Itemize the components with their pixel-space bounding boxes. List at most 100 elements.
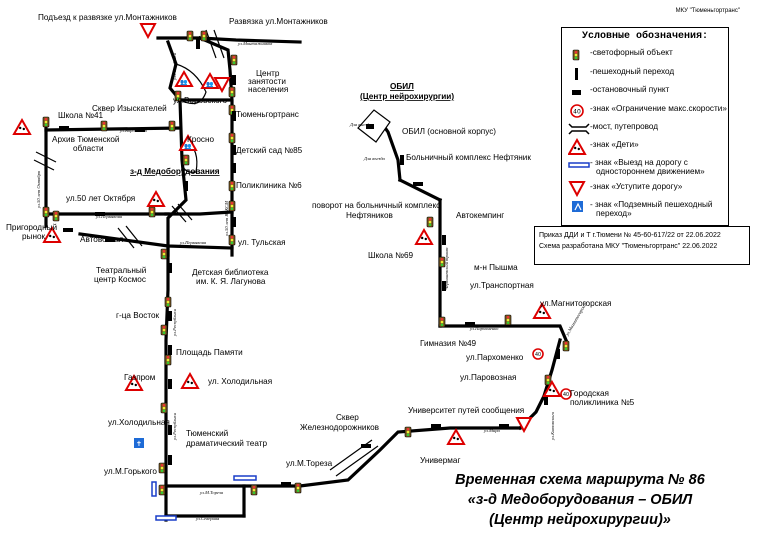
route-title: Временная схема маршрута № 86 «з-д Медоб…: [400, 470, 760, 530]
pedestrian-crossing-icon: [575, 68, 578, 80]
svg-text:Университет путей сообщения: Университет путей сообщения: [408, 406, 524, 415]
children-sign-icon: [568, 139, 586, 155]
svg-text:ул.М.Тореза: ул.М.Тореза: [286, 459, 333, 468]
svg-text:ул.Паровозная: ул.Паровозная: [460, 373, 517, 382]
bridges: [33, 29, 225, 249]
svg-text:✝: ✝: [136, 440, 142, 448]
one-way-exit-icon: [568, 162, 590, 168]
svg-text:ул.М.Тореза: ул.М.Тореза: [199, 490, 224, 495]
svg-text:ул.50 лет Октября: ул.50 лет Октября: [66, 194, 135, 203]
title-line-2: «з-д Медоборудования – ОБИЛ: [467, 492, 693, 508]
svg-text:Детский сад №85: Детский сад №85: [236, 146, 303, 155]
svg-text:ул.Пермякова: ул.Пермякова: [179, 240, 207, 245]
underpass-icon: [572, 201, 583, 212]
svg-text:поворот на больничный комплекс: поворот на больничный комплекс: [312, 201, 440, 210]
svg-text:ул. Тульская: ул. Тульская: [238, 238, 286, 247]
svg-text:ул.Монтажников: ул.Монтажников: [237, 41, 272, 46]
order-info-box: Приказ ДДИ и Т г.Тюмени № 45-60-617/22 о…: [534, 226, 750, 265]
svg-text:области: области: [73, 144, 104, 153]
svg-text:ул.М.Горького: ул.М.Горького: [104, 467, 157, 476]
obil-building: [357, 109, 391, 143]
svg-text:Автовокзал: Автовокзал: [80, 235, 124, 244]
svg-text:Тюменьгортранс: Тюменьгортранс: [236, 110, 299, 119]
svg-text:(Центр нейрохирургии): (Центр нейрохирургии): [360, 92, 454, 101]
yield-sign-icon: [569, 181, 585, 196]
svg-text:Для въезда: Для въезда: [363, 156, 386, 161]
svg-text:центр Космос: центр Космос: [94, 275, 146, 284]
svg-text:Автокемпинг: Автокемпинг: [456, 211, 504, 220]
svg-text:Школа №41: Школа №41: [58, 111, 103, 120]
svg-text:Нефтяников: Нефтяников: [346, 211, 393, 220]
org-header: МКУ "Тюменьгортранс": [675, 8, 740, 14]
legend-item-kids: -знак «Дети»: [566, 137, 728, 157]
svg-text:ул.Мира: ул.Мира: [483, 428, 500, 433]
svg-text:ул.Магнитогорская: ул.Магнитогорская: [540, 299, 611, 308]
svg-text:ул.Республики: ул.Республики: [172, 52, 177, 81]
svg-text:ул.50 лет Октября: ул.50 лет Октября: [36, 171, 41, 209]
svg-text:Газпром: Газпром: [124, 373, 156, 382]
legend-item-yield: -знак «Уступите дорогу»: [566, 179, 728, 199]
road-signs: ✝: [13, 23, 572, 521]
svg-text:ул.Северная: ул.Северная: [195, 516, 219, 521]
svg-text:Сквер Изыскателей: Сквер Изыскателей: [92, 104, 167, 113]
legend-item-stop: -остановочный пункт: [566, 82, 728, 102]
svg-text:Центр: Центр: [256, 69, 280, 78]
svg-text:ул.Пермякова: ул.Пермякова: [95, 214, 123, 219]
speed-limit-icon: 40: [570, 104, 584, 118]
svg-text:рынок: рынок: [22, 232, 46, 241]
svg-text:ОБИЛ: ОБИЛ: [390, 82, 414, 91]
svg-text:ул.Пархоменко: ул.Пархоменко: [469, 326, 499, 331]
bus-stop-icon: [572, 90, 581, 95]
svg-text:Гимназия №49: Гимназия №49: [420, 339, 477, 348]
svg-text:Театральный: Театральный: [96, 266, 146, 275]
svg-text:Архив Тюменской: Архив Тюменской: [52, 135, 120, 144]
svg-text:Сквер: Сквер: [336, 413, 359, 422]
lower-network: [164, 109, 569, 518]
svg-text:Железнодорожников: Железнодорожников: [300, 423, 379, 432]
svg-text:ул.Холодильная: ул.Холодильная: [108, 418, 170, 427]
svg-text:ул.Пархоменко: ул.Пархоменко: [466, 353, 524, 362]
svg-text:Кросно: Кросно: [187, 135, 214, 144]
svg-text:поликлиника №5: поликлиника №5: [570, 398, 635, 407]
svg-text:Пригородный: Пригородный: [6, 223, 57, 232]
svg-text:м-н Пышма: м-н Пышма: [474, 263, 518, 272]
legend-item-traffic-light: -светофорный объект: [566, 45, 728, 65]
svg-text:Больничный комплекс Нефтяник: Больничный комплекс Нефтяник: [406, 153, 531, 162]
svg-text:Развязка ул.Монтажников: Развязка ул.Монтажников: [229, 17, 328, 26]
svg-text:г-ца Восток: г-ца Восток: [116, 311, 160, 320]
svg-text:ул.Воровского: ул.Воровского: [119, 128, 148, 133]
svg-text:ул.Транспортная: ул.Транспортная: [470, 281, 534, 290]
svg-text:ул. Холодильная: ул. Холодильная: [208, 377, 272, 386]
order-line-1: Приказ ДДИ и Т г.Тюмени № 45-60-617/22 о…: [539, 232, 721, 239]
svg-text:ул.Котовского: ул.Котовского: [550, 411, 555, 441]
legend-box: Условные обозначения: -светофорный объек…: [561, 27, 729, 226]
legend-item-bridge: -мост, путепровод: [566, 119, 728, 139]
svg-text:занятости: занятости: [248, 77, 286, 86]
title-line-3: (Центр нейрохирургии)»: [489, 512, 671, 528]
svg-text:ОБИЛ (основной корпус): ОБИЛ (основной корпус): [402, 127, 496, 136]
svg-text:населения: населения: [248, 85, 288, 94]
svg-text:ул.Республики: ул.Республики: [172, 308, 177, 337]
svg-text:з-д Медоборудования: з-д Медоборудования: [130, 166, 220, 176]
bridge-icon: [568, 123, 590, 135]
svg-text:Городская: Городская: [570, 389, 609, 398]
place-labels: Подъезд к развязке ул.Монтажников Развяз…: [6, 13, 635, 476]
svg-text:Универмаг: Универмаг: [420, 456, 460, 465]
legend-title: Условные обозначения:: [581, 31, 709, 42]
traffic-light-icon: [572, 49, 580, 61]
svg-text:Тюменский: Тюменский: [186, 429, 228, 438]
svg-text:ул.50 лет ВЛКСМ: ул.50 лет ВЛКСМ: [224, 200, 229, 237]
svg-text:Червишевский тракт: Червишевский тракт: [444, 247, 449, 290]
order-line-2: Схема разработана МКУ "Тюменьгортранс" 2…: [539, 243, 718, 250]
svg-text:Площадь Памяти: Площадь Памяти: [176, 348, 243, 357]
svg-text:драматический театр: драматический театр: [186, 439, 267, 448]
svg-text:ул.Воровского: ул.Воровского: [173, 96, 227, 105]
svg-text:Подъезд к развязке ул.Монтажни: Подъезд к развязке ул.Монтажников: [38, 13, 177, 22]
svg-text:Школа №69: Школа №69: [368, 251, 413, 260]
svg-text:Для выезда: Для выезда: [349, 122, 372, 127]
legend-item-speed: 40 -знак «Ограничение макс.скорости»: [566, 101, 728, 121]
svg-text:Детская библиотека: Детская библиотека: [192, 268, 269, 277]
